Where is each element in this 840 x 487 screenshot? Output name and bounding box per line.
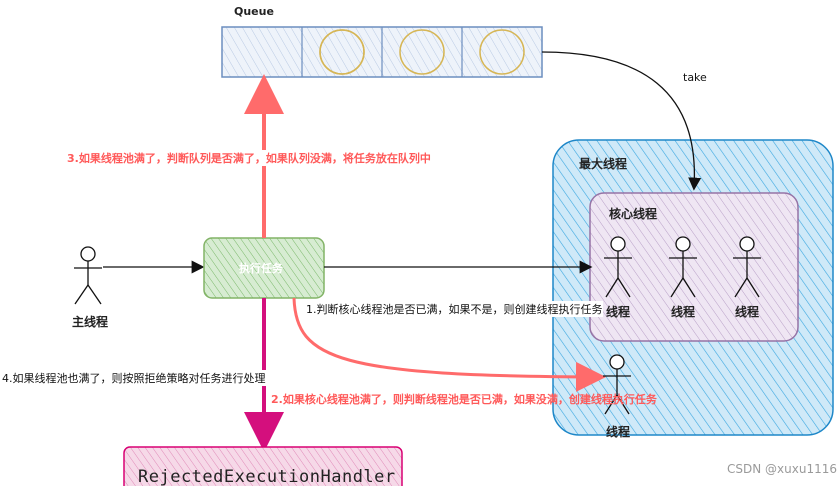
- step3-label: 3.如果线程池满了，判断队列是否满了，如果队列没满，将任务放在队列中: [67, 150, 431, 166]
- core-thread-figure: [669, 236, 697, 298]
- step4-label: 4.如果线程池也满了，则按照拒绝策略对任务进行处理: [2, 370, 266, 386]
- csdn-watermark: CSDN @xuxu1116: [727, 462, 837, 476]
- queue-item: [479, 29, 525, 75]
- rejected-handler-label: RejectedExecutionHandler: [138, 467, 396, 487]
- rejected-handler-box: [123, 446, 403, 486]
- main-thread-label: 主线程: [72, 315, 109, 329]
- take-label: take: [681, 71, 709, 84]
- max-pool-title: 最大线程: [579, 157, 628, 171]
- queue-title: Queue: [234, 5, 274, 18]
- core-thread-figure: [604, 236, 632, 298]
- core-thread-label: 线程: [671, 305, 696, 319]
- queue-item: [319, 29, 365, 75]
- core-thread-label: 线程: [735, 305, 760, 319]
- main-thread-figure: [74, 246, 102, 305]
- core-thread-figure: [733, 236, 761, 298]
- take-arrow: [541, 51, 702, 191]
- core-pool-title: 核心线程: [609, 207, 658, 221]
- step1-label: 1.判断核心线程池是否已满，如果不是，则创建线程执行任务: [306, 301, 603, 317]
- step2-label: 2.如果核心线程池满了，则判断线程池是否已满，如果没满，创建线程执行任务: [271, 393, 657, 406]
- extra-thread-label: 线程: [606, 425, 631, 439]
- core-thread-label: 线程: [606, 305, 631, 319]
- queue-item: [399, 29, 445, 75]
- step2-arrow: [292, 297, 606, 392]
- extra-thread-figure: [603, 354, 631, 415]
- task-label: 执行任务: [239, 262, 283, 275]
